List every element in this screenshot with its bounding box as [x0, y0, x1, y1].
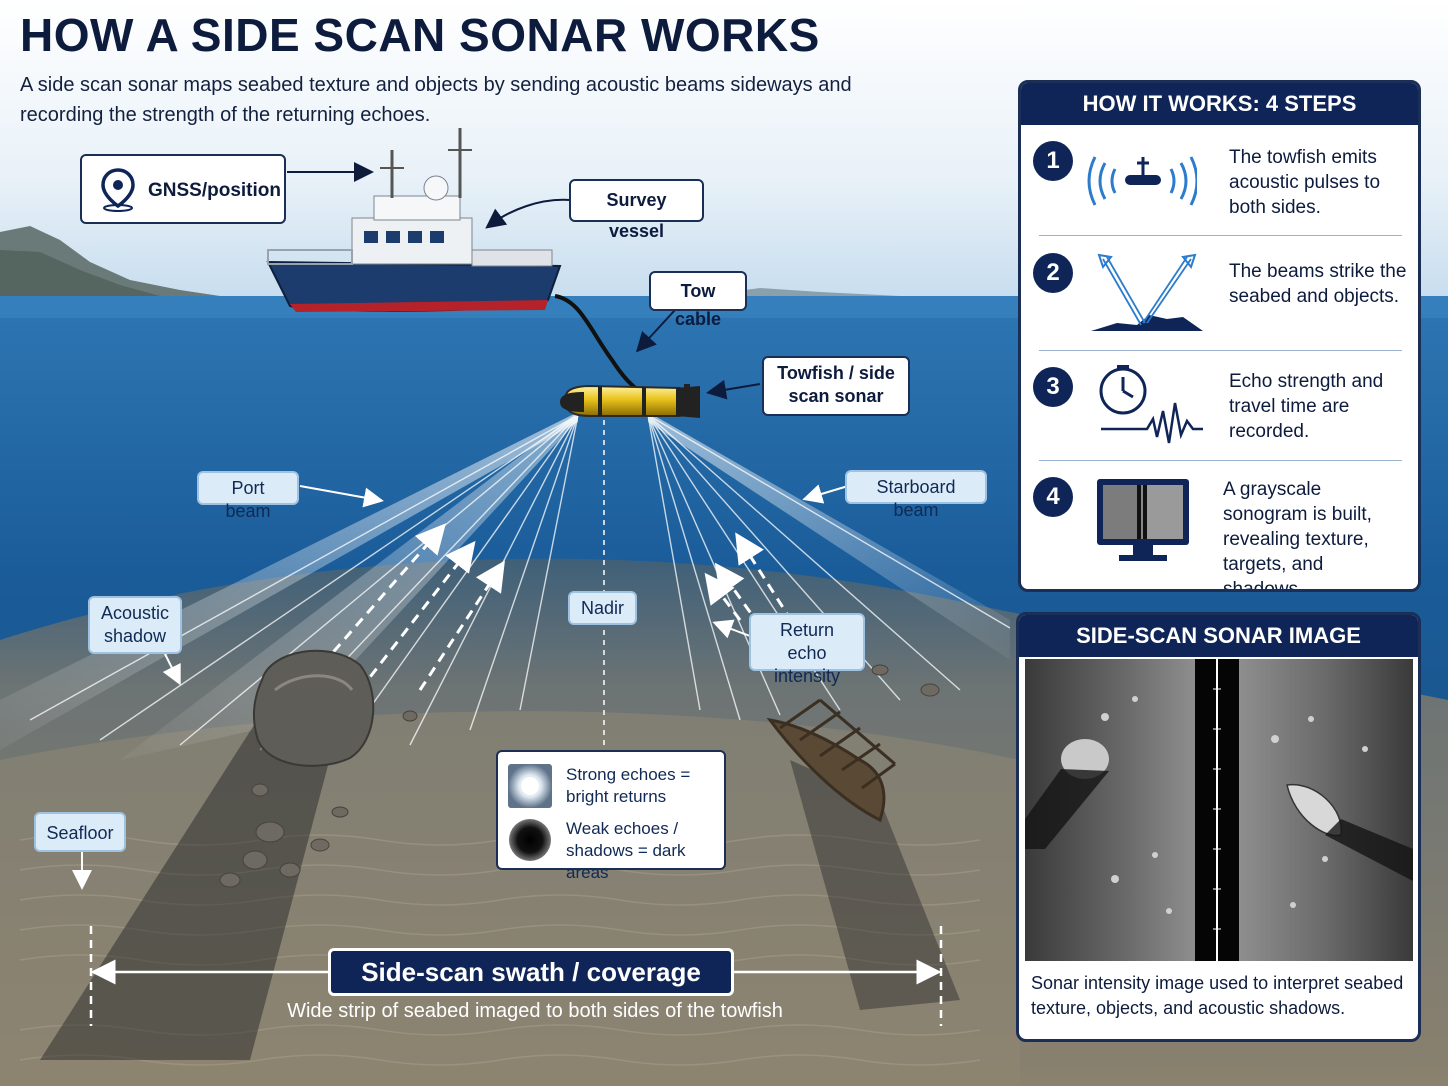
step-4: 4 A grayscale sonogram is built, reveali…: [1021, 477, 1418, 589]
step-text: The beams strike the seabed and objects.: [1229, 261, 1407, 307]
step-divider: [1039, 460, 1402, 461]
sonar-image-heading: SIDE-SCAN SONAR IMAGE: [1019, 615, 1418, 657]
clock-waveform-icon: [1099, 365, 1203, 444]
swath-subtitle: Wide strip of seabed imaged to both side…: [287, 1000, 783, 1022]
port-beam-label: Port beam: [197, 471, 299, 521]
page-subtitle: A side scan sonar maps seabed texture an…: [20, 74, 852, 126]
towfish-graphic: [560, 384, 700, 418]
step-number: 4: [1033, 477, 1073, 517]
echo-legend: Strong echoes = bright returns Weak echo…: [496, 750, 726, 882]
step-3: 3 Echo strength and travel time are reco…: [1021, 365, 1418, 479]
starboard-beam-label: Starboard beam: [845, 470, 987, 520]
step-2: 2 The beams strike the seabed and object…: [1021, 253, 1418, 365]
towfish-label: Towfish / side scan sonar: [762, 356, 910, 416]
nadir-label: Nadir: [568, 591, 637, 625]
sonar-image-caption: Sonar intensity image used to interpret …: [1031, 973, 1404, 1018]
dark-shadow-swatch: [509, 819, 551, 861]
step-number: 1: [1033, 141, 1073, 181]
how-it-works-panel: HOW IT WORKS: 4 STEPS 1 The towfish emit…: [1018, 80, 1421, 592]
step-text: The towfish emits acoustic pulses to bot…: [1229, 147, 1381, 218]
legend-weak-echo: Weak echoes / shadows = dark areas: [566, 819, 686, 882]
sonogram-image: [1025, 659, 1413, 961]
seafloor-label: Seafloor: [34, 812, 126, 852]
bright-return-swatch: [508, 764, 552, 808]
step-divider: [1039, 235, 1402, 236]
step-1: 1 The towfish emits acoustic pulses to b…: [1021, 141, 1418, 253]
step-divider: [1039, 350, 1402, 351]
survey-vessel-graphic: [266, 128, 562, 312]
legend-strong-echo: Strong echoes = bright returns: [566, 765, 691, 806]
step-text: Echo strength and travel time are record…: [1229, 371, 1384, 442]
acoustic-shadow-label: Acoustic shadow: [88, 596, 182, 654]
return-echo-label: Return echo intensity: [749, 613, 865, 686]
survey-vessel-label: Survey vessel: [569, 179, 704, 241]
how-it-works-heading: HOW IT WORKS: 4 STEPS: [1021, 83, 1418, 125]
step-number: 2: [1033, 253, 1073, 293]
step-text: A grayscale sonogram is built, revealing…: [1223, 479, 1372, 592]
location-pin-icon: [101, 168, 135, 212]
tow-cable-label: Tow cable: [649, 271, 747, 329]
swath-title: Side-scan swath / coverage: [328, 948, 734, 996]
monitor-sonogram-icon: [1097, 479, 1189, 561]
sonar-pulse-icon: [1087, 156, 1197, 206]
beam-strike-icon: [1091, 253, 1203, 331]
sonar-image-panel: SIDE-SCAN SONAR IMAGE: [1016, 612, 1421, 1042]
step-number: 3: [1033, 367, 1073, 407]
page-title: HOW A SIDE SCAN SONAR WORKS: [20, 9, 820, 61]
gnss-label: GNSS/position: [148, 180, 281, 201]
gnss-label-box: GNSS/position: [80, 154, 286, 224]
